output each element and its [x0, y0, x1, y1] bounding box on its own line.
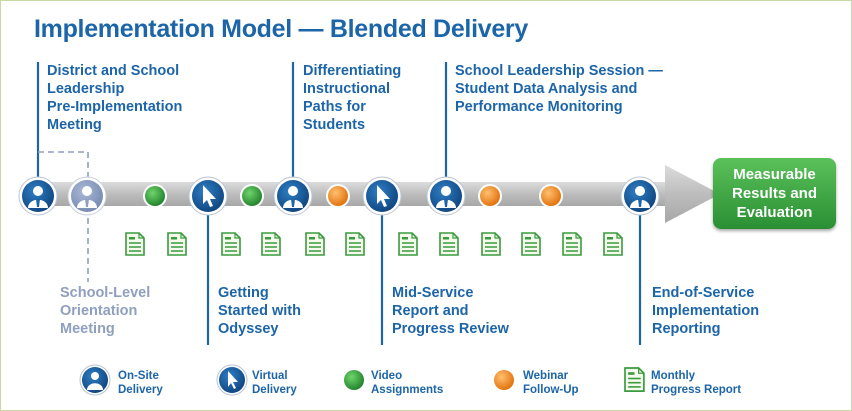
label-school-level-orientation: School-Level Orientation Meeting — [60, 284, 150, 338]
document-icon — [398, 232, 418, 256]
label-line: Performance Monitoring — [455, 99, 623, 115]
label-line: Students — [303, 117, 366, 133]
label-differentiating: Differentiating Instructional Paths for … — [303, 62, 401, 134]
outcome-box: Measurable Results and Evaluation — [713, 158, 836, 229]
label-line: Pre-Implementation — [47, 99, 183, 115]
label-line: School Leadership Session — — [455, 63, 663, 79]
cursor-icon — [362, 176, 402, 216]
legend-line: Progress Report — [651, 384, 742, 396]
timeline-arrow — [30, 165, 720, 223]
label-line: Getting — [218, 285, 269, 301]
person-icon — [426, 176, 466, 216]
document-icon — [439, 232, 459, 256]
document-icon — [167, 232, 187, 256]
legend-person-icon — [79, 364, 111, 396]
legend-line: Webinar — [523, 370, 569, 382]
label-getting-started: Getting Started with Odyssey — [218, 284, 301, 338]
label-school-leadership-session: School Leadership Session — Student Data… — [455, 62, 663, 116]
label-district-pre-implementation: District and School Leadership Pre-Imple… — [47, 62, 182, 134]
label-line: Instructional — [303, 81, 391, 97]
legend-virtual-label: Virtual Delivery — [252, 369, 297, 397]
label-line: Mid-Service — [392, 285, 474, 301]
orange-dot-icon — [539, 184, 563, 208]
legend-line: Virtual — [252, 370, 288, 382]
label-line: Leadership — [47, 81, 125, 97]
legend-webinar-label: Webinar Follow-Up — [523, 369, 579, 397]
outcome-line: Measurable — [733, 166, 816, 183]
legend-line: Video — [371, 370, 403, 382]
green-dot-icon — [240, 184, 264, 208]
label-line: Implementation — [652, 303, 760, 319]
document-icon — [305, 232, 325, 256]
label-line: Progress Review — [392, 321, 509, 337]
legend-line: Delivery — [118, 384, 163, 396]
legend-line: Follow-Up — [523, 384, 579, 396]
label-line: Odyssey — [218, 321, 279, 337]
person-icon-gray — [67, 176, 107, 216]
document-icon — [481, 232, 501, 256]
document-icon — [521, 232, 541, 256]
outcome-line: Evaluation — [736, 204, 813, 221]
label-line: Paths for — [303, 99, 366, 115]
label-line: Reporting — [652, 321, 721, 337]
legend-cursor-icon — [216, 364, 248, 396]
label-line: Meeting — [60, 321, 115, 337]
label-line: Differentiating — [303, 63, 402, 79]
label-line: Meeting — [47, 117, 102, 133]
diagram-title: Implementation Model — Blended Delivery — [34, 15, 528, 43]
document-icon — [562, 232, 582, 256]
cursor-icon — [188, 176, 228, 216]
legend-video-label: Video Assignments — [371, 369, 443, 397]
legend-report-label: Monthly Progress Report — [651, 369, 741, 397]
connector-dashed-school-level — [38, 151, 89, 180]
label-line: Orientation — [60, 303, 138, 319]
document-icon — [345, 232, 365, 256]
document-icon — [125, 232, 145, 256]
legend-orange-dot-icon — [492, 368, 516, 392]
person-icon — [18, 176, 58, 216]
document-icon — [221, 232, 241, 256]
document-icon — [261, 232, 281, 256]
label-line: Started with — [218, 303, 301, 319]
legend-onsite-label: On-Site Delivery — [118, 369, 163, 397]
orange-dot-icon — [326, 184, 350, 208]
person-icon — [620, 176, 660, 216]
person-icon — [273, 176, 313, 216]
orange-dot-icon — [478, 184, 502, 208]
legend-line: Assignments — [371, 384, 444, 396]
legend-line: Delivery — [252, 384, 297, 396]
label-line: Report and — [392, 303, 469, 319]
label-line: Student Data Analysis and — [455, 81, 638, 97]
label-mid-service: Mid-Service Report and Progress Review — [392, 284, 509, 338]
legend-green-dot-icon — [342, 368, 366, 392]
label-line: End-of-Service — [652, 285, 755, 301]
label-line: School-Level — [60, 285, 151, 301]
legend-line: On-Site — [118, 370, 159, 382]
document-icon — [624, 367, 645, 392]
label-end-of-service: End-of-Service Implementation Reporting — [652, 284, 759, 338]
label-line: District and School — [47, 63, 180, 79]
document-icon — [603, 232, 623, 256]
outcome-line: Results and — [731, 185, 818, 202]
green-dot-icon — [143, 184, 167, 208]
legend-line: Monthly — [651, 370, 696, 382]
